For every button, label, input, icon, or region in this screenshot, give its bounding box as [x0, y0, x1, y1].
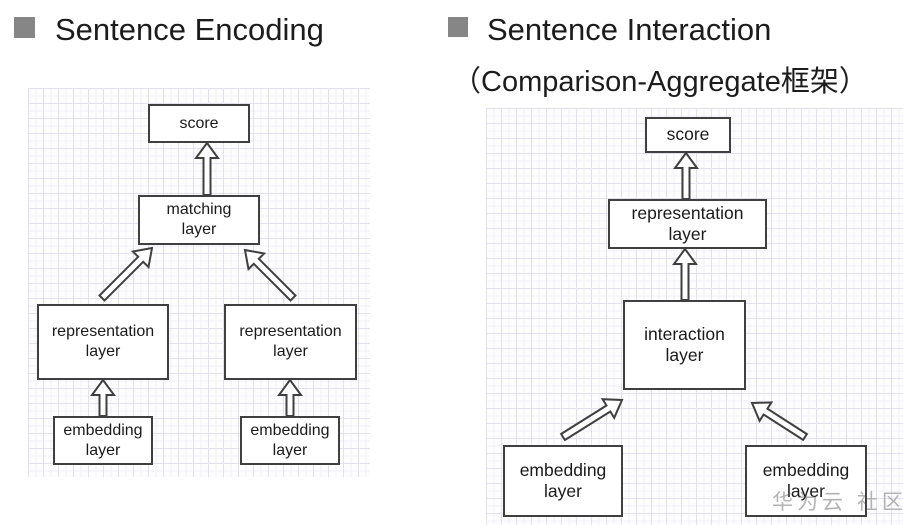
node-score: score [148, 104, 250, 143]
arrow-embedding-left-to-representation-left [90, 378, 116, 417]
right-diagram-title: Sentence Interaction [487, 12, 772, 47]
arrow-matching-to-score [194, 141, 220, 196]
watermark: 华为云 社区 [772, 491, 903, 514]
node-embedding-layer-left: embedding layer [503, 445, 623, 517]
left-diagram-title: Sentence Encoding [55, 12, 324, 47]
arrow-representation-right-to-matching [243, 248, 297, 302]
bullet-square-icon [14, 17, 35, 38]
node-interaction-layer: interaction layer [623, 300, 746, 390]
node-score: score [645, 117, 731, 153]
node-matching-layer: matching layer [138, 195, 260, 245]
node-embedding-layer-right: embedding layer [745, 445, 867, 517]
arrow-embedding-left-to-interaction [559, 398, 624, 442]
right-diagram-subtitle: （Comparison-Aggregate框架） [452, 66, 868, 98]
arrow-representation-left-to-matching [98, 246, 154, 302]
arrow-interaction-to-representation [672, 247, 698, 301]
arrow-embedding-right-to-interaction [750, 401, 809, 442]
diagram-canvas-sentence-encoding: score matching layer representation laye… [28, 88, 370, 477]
arrow-embedding-right-to-representation-right [277, 378, 303, 417]
arrow-layer [90, 141, 303, 417]
bullet-square-icon [448, 17, 468, 37]
node-representation-layer-left: representation layer [37, 304, 169, 380]
node-representation-layer: representation layer [608, 199, 767, 249]
node-representation-layer-right: representation layer [224, 304, 357, 380]
node-embedding-layer-right: embedding layer [240, 416, 340, 465]
node-embedding-layer-left: embedding layer [53, 416, 153, 465]
arrow-representation-to-score [673, 151, 699, 200]
diagram-canvas-sentence-interaction: score representation layer interaction l… [486, 108, 903, 525]
